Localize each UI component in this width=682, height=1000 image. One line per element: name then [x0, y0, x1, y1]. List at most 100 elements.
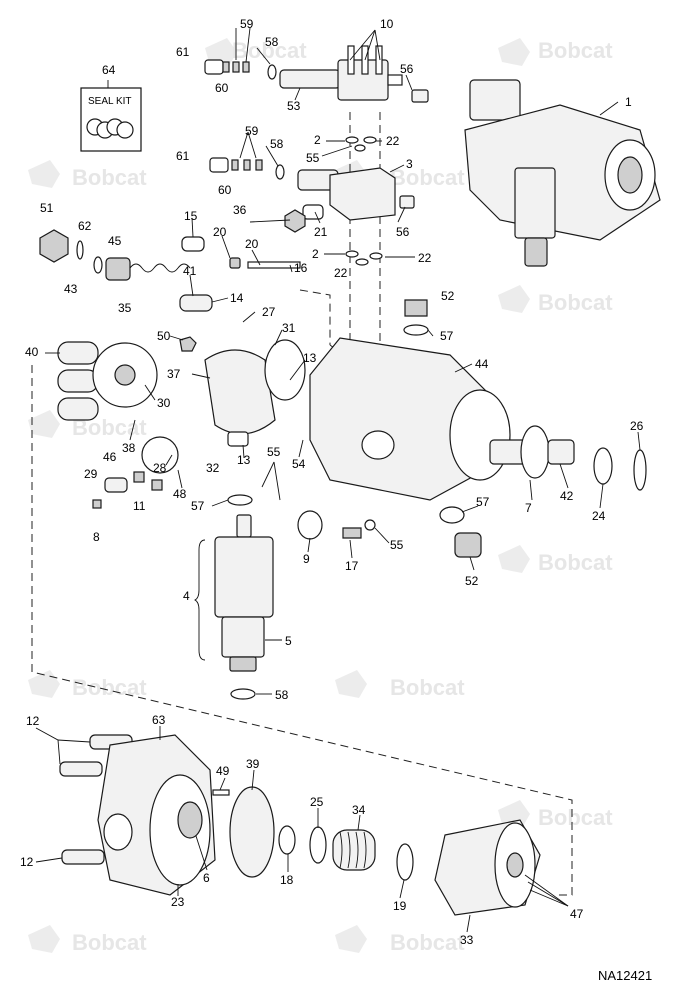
shaft-spline	[547, 439, 575, 465]
callout-22: 22	[334, 266, 348, 280]
small-parts-left	[92, 436, 179, 509]
solenoid-coil-5	[221, 616, 265, 658]
callout-11: 11	[133, 499, 146, 513]
watermark-bottom-center: Bobcat	[335, 925, 465, 955]
pin-50	[179, 336, 197, 352]
nut-20	[229, 257, 241, 269]
bolt-12	[61, 849, 105, 865]
pump-control-top	[469, 79, 521, 121]
retainer-plate-hub	[114, 364, 136, 386]
callout-labels: 64 59 58 61 60 10 56 53 1 59 58 61 60 2 …	[20, 17, 644, 947]
callout-26: 26	[630, 419, 644, 433]
pin-49	[212, 789, 230, 796]
callout-25: 25	[310, 795, 324, 809]
valve-body-3	[329, 167, 396, 221]
callout-29: 29	[84, 467, 98, 481]
callout-53: 53	[287, 99, 301, 113]
o-ring-58	[275, 164, 285, 180]
valve-plate-39	[229, 786, 275, 878]
small-parts-center	[297, 506, 482, 558]
watermark-text: Bobcat	[390, 930, 465, 955]
o-ring-43	[93, 256, 103, 274]
second-control-valve	[209, 136, 415, 266]
washer-19	[396, 843, 414, 881]
callout-6: 6	[203, 871, 210, 885]
o-ring-58	[230, 688, 256, 700]
bolt-10	[347, 45, 355, 75]
callout-52: 52	[441, 289, 455, 303]
bobcat-logo-icon	[335, 670, 367, 698]
callout-52: 52	[465, 574, 479, 588]
o-ring-57	[403, 324, 429, 336]
snap-ring-26	[633, 449, 647, 491]
plate	[141, 436, 179, 474]
pin-15	[181, 236, 205, 252]
spring-35	[129, 263, 191, 273]
plug-52	[404, 299, 428, 317]
callout-5: 5	[285, 634, 292, 648]
bobcat-logo-icon	[498, 285, 530, 313]
reference-code: NA12421	[598, 968, 652, 983]
seal-ring	[232, 61, 240, 73]
callout-64: 64	[102, 63, 116, 77]
watermark-text: Bobcat	[538, 38, 613, 63]
o-ring-62	[76, 240, 84, 260]
screw-8	[92, 499, 102, 509]
seal-24	[593, 447, 613, 485]
callout-58: 58	[275, 688, 289, 702]
seal-kit-caption: SEAL KIT	[88, 96, 132, 107]
callout-56: 56	[400, 62, 414, 76]
drive-shaft-group	[489, 425, 647, 491]
callout-32: 32	[206, 461, 220, 475]
watermark-text: Bobcat	[538, 805, 613, 830]
cylinder-block-hub	[506, 852, 524, 878]
callout-22: 22	[418, 251, 432, 265]
piston	[57, 369, 99, 393]
callout-57: 57	[440, 329, 454, 343]
o-ring-55	[364, 519, 376, 531]
watermark-text: Bobcat	[72, 930, 147, 955]
callout-51: 51	[40, 201, 54, 215]
o-ring-9	[297, 510, 323, 540]
callout-43: 43	[64, 282, 78, 296]
pin-28	[151, 479, 163, 491]
piston-41	[179, 294, 213, 312]
piston	[57, 341, 99, 365]
callout-12: 12	[20, 855, 34, 869]
seat-45	[105, 257, 131, 281]
housing-port	[361, 430, 395, 460]
callout-63: 63	[152, 713, 166, 727]
bobcat-logo-icon	[498, 800, 530, 828]
callout-39: 39	[246, 757, 260, 771]
watermark-text: Bobcat	[390, 165, 465, 190]
solenoid-valve-assembly	[193, 494, 274, 700]
callout-33: 33	[460, 933, 474, 947]
callout-19: 19	[393, 899, 407, 913]
callout-12: 12	[26, 714, 40, 728]
pad-32	[227, 431, 249, 447]
o-ring-22	[355, 258, 369, 266]
callout-58: 58	[270, 137, 284, 151]
pump-solenoid-coil	[524, 237, 548, 267]
watermark-mid-left: Bobcat	[28, 160, 147, 190]
bottom-assembly	[59, 734, 541, 916]
bobcat-logo-icon	[28, 410, 60, 438]
callout-8: 8	[93, 530, 100, 544]
callout-27: 27	[262, 305, 276, 319]
callout-62: 62	[78, 219, 92, 233]
callout-23: 23	[171, 895, 185, 909]
end-cover-port	[103, 813, 133, 851]
callout-20: 20	[245, 237, 259, 251]
watermark-text: Bobcat	[72, 165, 147, 190]
callout-18: 18	[280, 873, 294, 887]
callout-9: 9	[303, 552, 310, 566]
valve-body	[214, 536, 274, 618]
callout-7: 7	[525, 501, 532, 515]
callout-55: 55	[267, 445, 281, 459]
spool-53	[279, 69, 341, 89]
watermark-right: Bobcat	[498, 285, 613, 315]
pump-housing	[464, 104, 661, 241]
swashplate-37	[204, 349, 276, 435]
callout-14: 14	[230, 291, 244, 305]
